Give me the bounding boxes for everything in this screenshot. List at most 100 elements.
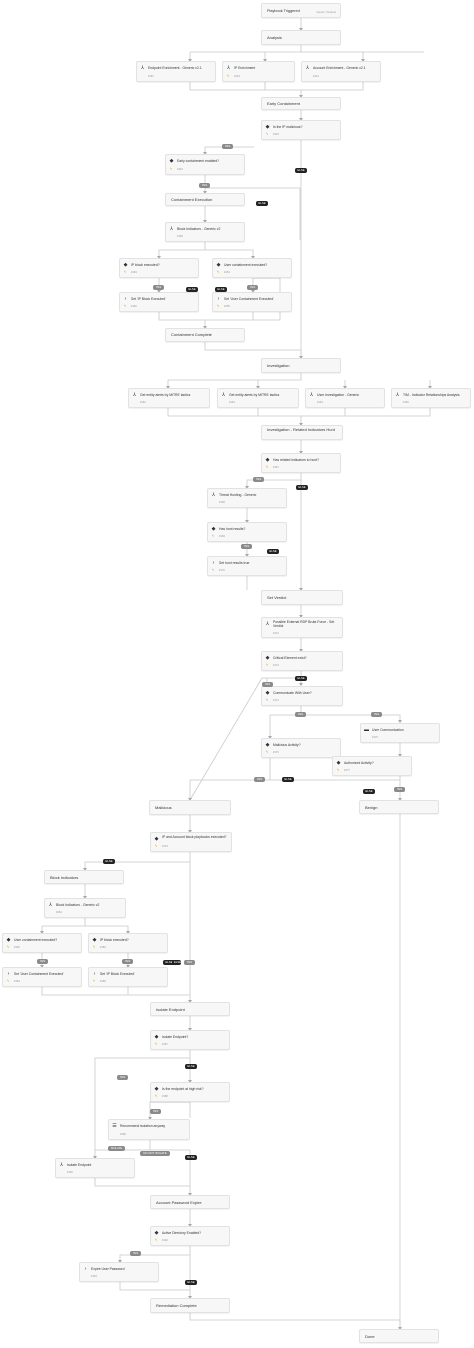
- task-endpoint-enrichment[interactable]: ⅄ Endpoint Enrichment - Generic v2.1 #14…: [136, 61, 216, 82]
- task-set-ip-block-executed-2[interactable]: › Set 'IP Block Executed' ϟ #185: [88, 967, 168, 987]
- automation-bolt-icon: ϟ: [227, 73, 230, 78]
- section-isolate-endpoint[interactable]: Isolate Endpoint: [150, 1002, 230, 1016]
- section-title: Investigation: [267, 363, 290, 368]
- task-title: Communicate With User?: [273, 691, 312, 695]
- set-value-icon: ›: [7, 971, 10, 977]
- section-containment-execution[interactable]: Containment Execution: [165, 193, 245, 206]
- task-ip-account-block-executed[interactable]: ◆ IP and Account block playbooks execute…: [150, 832, 232, 852]
- section-title: Block Indicators: [50, 875, 79, 880]
- task-id: #146: [177, 168, 183, 171]
- task-set-hunt-results[interactable]: › Set hunt results true ϟ #170: [207, 556, 287, 576]
- section-early-containment[interactable]: Early Containment: [261, 97, 341, 110]
- task-ip-block-executed-2[interactable]: ◆ IP block executed? ϟ #183: [88, 933, 168, 953]
- playbook-triggered-node[interactable]: Playbook Triggered Inputs / Outputs: [261, 3, 341, 18]
- automation-bolt-icon: ϟ: [212, 533, 215, 538]
- task-id: #144: [313, 75, 319, 78]
- task-has-related-indicators[interactable]: ◆ Has related indicators to hunt? ϟ #167: [261, 453, 341, 473]
- task-communicate-with-user[interactable]: ◆ Communicate With User? ϟ #174: [261, 686, 343, 706]
- manual-task-icon: ☰: [112, 1123, 117, 1129]
- task-block-indicators-1[interactable]: ⅄ Block Indicators - Generic v2 #148: [165, 222, 245, 242]
- task-block-indicators-2[interactable]: ⅄ Block Indicators - Generic v2 #181: [44, 898, 126, 918]
- condition-diamond-icon: ◆: [336, 760, 341, 766]
- section-malicious[interactable]: Malicious: [149, 800, 231, 815]
- section-investigation[interactable]: Investigation: [261, 358, 341, 373]
- sub-playbook-icon: ⅄: [132, 392, 137, 398]
- task-id: #181: [56, 911, 62, 914]
- task-critical-element[interactable]: ◆ Critical Element exist? ϟ #173: [261, 651, 343, 671]
- task-set-user-containment-2[interactable]: › Set 'User Containment Executed' ϟ #184: [2, 967, 82, 987]
- task-possible-rdp-bruteforce[interactable]: ⅄ Possible External RDP Brute-Force - Se…: [261, 617, 343, 638]
- task-account-enrichment[interactable]: ⅄ Account Enrichment - Generic v2.1 #144: [301, 61, 381, 82]
- section-containment-complete[interactable]: Containment Complete: [165, 328, 245, 342]
- task-mitre-alerts-1[interactable]: ⅄ Get entity alerts by MITRE tactics #16…: [128, 388, 210, 408]
- edge-label-yes: YES: [247, 285, 258, 290]
- edge-label-else: ELSE: [163, 960, 175, 965]
- automation-bolt-icon: ϟ: [266, 131, 269, 136]
- inputs-outputs-link[interactable]: Inputs / Outputs: [316, 10, 336, 14]
- task-expire-user-password[interactable]: › Expire User Password #193: [79, 1262, 159, 1282]
- task-title: IP block executed?: [100, 938, 129, 942]
- task-threat-hunting[interactable]: ⅄ Threat Hunting - Generic #168: [207, 488, 287, 508]
- section-benign[interactable]: Benign: [359, 800, 439, 814]
- edge-label-yes: YES: [122, 959, 133, 964]
- task-isolate-endpoint-question[interactable]: ◆ Isolate Endpoint? ϟ #187: [150, 1030, 230, 1050]
- section-title: Analysis: [267, 35, 282, 40]
- condition-diamond-icon: ◆: [216, 262, 221, 268]
- section-title: Remediation Complete: [156, 1303, 197, 1308]
- task-isolate-endpoint[interactable]: ⅄ Isolate Endpoint #190: [55, 1158, 135, 1178]
- condition-diamond-icon: ◆: [92, 937, 97, 943]
- edge-label-isolate: ISOLATE: [108, 1146, 125, 1151]
- task-user-investigation[interactable]: ⅄ User Investigation - Generic #164: [305, 388, 385, 408]
- task-has-hunt-results[interactable]: ◆ Has hunt results? ϟ #169: [207, 522, 287, 542]
- task-user-containment-executed-1[interactable]: ◆ User containment executed? ϟ #154: [212, 258, 292, 278]
- task-user-containment-executed-2[interactable]: ◆ User containment executed? ϟ #182: [2, 933, 82, 953]
- sub-playbook-icon: ⅄: [59, 1162, 64, 1168]
- sub-playbook-icon: ⅄: [309, 392, 314, 398]
- task-title: IP block executed?: [131, 263, 160, 267]
- edge-label-yes: YES: [130, 1251, 141, 1256]
- section-done[interactable]: Done: [359, 1329, 439, 1343]
- edge-label-yes: YES: [153, 285, 164, 290]
- section-remediation-complete[interactable]: Remediation Complete: [150, 1298, 230, 1313]
- automation-bolt-icon: ϟ: [124, 269, 127, 274]
- edge-label-yes: YES: [241, 544, 252, 549]
- task-id: #165: [403, 401, 409, 404]
- section-block-indicators[interactable]: Block Indicators: [44, 870, 124, 884]
- task-early-containment-enabled[interactable]: ◆ Early containment enabled? ϟ #146: [165, 154, 245, 175]
- sub-playbook-icon: ⅄: [265, 621, 270, 627]
- task-ip-enrichment[interactable]: ⅄ IP Enrichment ϟ #143: [222, 61, 295, 82]
- task-id: #189: [120, 1133, 126, 1136]
- task-malicious-activity[interactable]: ◆ Malicious Activity? ϟ #176: [261, 738, 341, 758]
- edge-label-else: ELSE: [172, 960, 182, 965]
- task-is-ip-malicious[interactable]: ◆ Is the IP malicious? ϟ #145: [261, 120, 341, 140]
- section-title: Containment Execution: [171, 197, 213, 202]
- task-ad-enabled[interactable]: ◆ Active Directory Enabled? ϟ #192: [150, 1226, 230, 1246]
- task-id: #177: [344, 769, 350, 772]
- task-user-communication[interactable]: ▬ User Communication #175: [360, 723, 440, 743]
- task-title: Get entity alerts by MITRE tactics: [140, 393, 191, 397]
- section-account-password-expire[interactable]: Account Password Expire: [150, 1195, 230, 1209]
- set-value-icon: ›: [93, 971, 96, 977]
- task-tim-relationships[interactable]: ⅄ TIM - Indicator Relationships Analysis…: [391, 388, 471, 408]
- task-authorized-activity[interactable]: ◆ Authorized Activity? ϟ #177: [332, 756, 412, 776]
- edge-label-do-not-isolate: DO NOT ISOLATE: [140, 1151, 170, 1156]
- task-ip-block-executed-1[interactable]: ◆ IP block executed? ϟ #149: [119, 258, 199, 278]
- task-title: Expire User Password: [91, 1267, 125, 1271]
- section-investigation-related[interactable]: Investigation - Related Indicators Hunt: [261, 425, 343, 440]
- task-title: Set 'User Containment Executed': [224, 297, 274, 301]
- task-set-ip-block-executed-1[interactable]: › Set 'IP Block Executed' ϟ #150: [119, 292, 199, 312]
- task-recommend-isolation[interactable]: ☰ Recommend isolation anyway #189: [108, 1119, 190, 1140]
- automation-bolt-icon: ϟ: [266, 662, 269, 667]
- task-title: Is the IP malicious?: [273, 125, 303, 129]
- task-endpoint-high-risk[interactable]: ◆ Is the endpoint at high risk? ϟ #188: [150, 1082, 230, 1102]
- automation-bolt-icon: ϟ: [266, 697, 269, 702]
- section-set-verdict[interactable]: Set Verdict: [261, 590, 343, 605]
- edge-label-yes: YES: [222, 144, 233, 149]
- section-analysis[interactable]: Analysis: [261, 30, 341, 45]
- task-set-user-containment-1[interactable]: › Set 'User Containment Executed' ϟ #155: [212, 292, 292, 312]
- edge-label-else: ELSE: [186, 287, 198, 292]
- automation-bolt-icon: ϟ: [212, 567, 215, 572]
- task-title: Get entity alerts by MITRE tactics: [229, 393, 280, 397]
- task-mitre-alerts-2[interactable]: ⅄ Get entity alerts by MITRE tactics #16…: [217, 388, 299, 408]
- task-title: Threat Hunting - Generic: [219, 493, 257, 497]
